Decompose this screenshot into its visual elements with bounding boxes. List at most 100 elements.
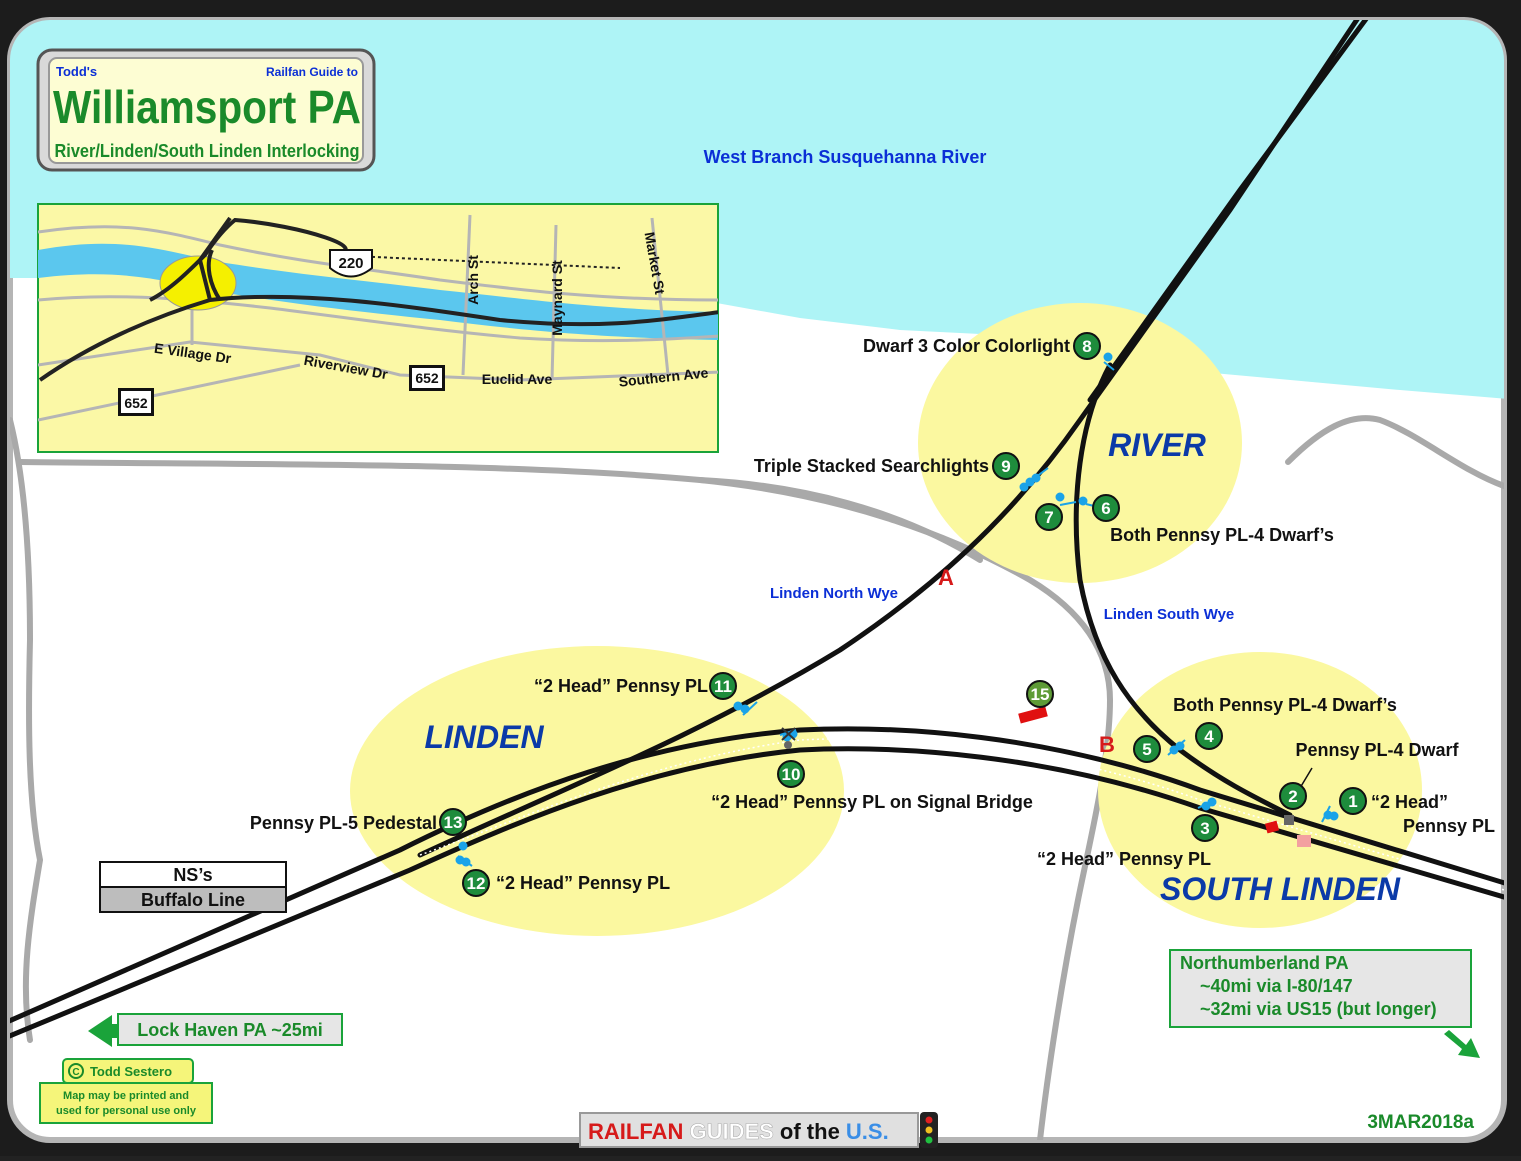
area-linden: LINDEN xyxy=(424,719,544,755)
south-direction: Northumberland PA ~40mi via I-80/147 ~32… xyxy=(1169,949,1480,1058)
northumberland-title: Northumberland PA xyxy=(1180,953,1349,973)
credit-name: Todd Sestero xyxy=(90,1064,172,1079)
shield-652-label: 652 xyxy=(415,370,439,386)
inset-street-arch: Arch St xyxy=(465,255,481,305)
inset-street-maynard: Maynard St xyxy=(549,260,565,336)
badge-1: 1 xyxy=(1339,787,1367,815)
dwarf-signal-icon xyxy=(1284,815,1294,825)
signal-icon xyxy=(1103,352,1115,371)
version-label: 3MAR2018a xyxy=(1367,1112,1474,1133)
title-city: Williamsport PA xyxy=(53,81,361,133)
ns-line-owner: NS’s xyxy=(173,865,212,885)
area-south-linden: SOUTH LINDEN xyxy=(1160,871,1401,907)
title-author: Todd's xyxy=(56,64,97,79)
svg-text:7: 7 xyxy=(1044,508,1053,527)
river-zone xyxy=(918,303,1242,583)
svg-text:10: 10 xyxy=(782,765,801,784)
west-direction: Lock Haven PA ~25mi xyxy=(88,1013,343,1047)
lock-haven-label: Lock Haven PA ~25mi xyxy=(137,1020,323,1040)
badge-2: 2 xyxy=(1279,782,1307,810)
river-area xyxy=(10,20,1504,400)
badge-13: 13 xyxy=(439,808,467,836)
area-river: RIVER xyxy=(1108,427,1206,463)
signal-4-desc: Both Pennsy PL-4 Dwarf’s xyxy=(1173,695,1397,715)
signal-1-desc2: Pennsy PL xyxy=(1403,816,1495,836)
brand-text: RAILFAN GUIDES of the U.S. xyxy=(588,1119,889,1144)
signal-10-desc: “2 Head” Pennsy PL on Signal Bridge xyxy=(711,792,1033,812)
badge-4: 4 xyxy=(1195,722,1223,750)
title-subtitle: River/Linden/South Linden Interlocking xyxy=(55,141,360,161)
badge-8: 8 xyxy=(1073,332,1101,360)
signal-13-desc: Pennsy PL-5 Pedestal xyxy=(250,813,437,833)
svg-text:3: 3 xyxy=(1200,819,1209,838)
inset-map: Arch St Maynard St Market St E Village D… xyxy=(37,203,719,453)
us220-shield-icon: 220 xyxy=(329,249,373,278)
marker-15 xyxy=(1018,706,1048,724)
pa652-shield-icon: 652 xyxy=(409,365,445,391)
svg-text:5: 5 xyxy=(1142,740,1151,759)
credit-box: C Todd Sestero Map may be printed and us… xyxy=(39,1058,213,1124)
title-guide: Railfan Guide to xyxy=(266,65,358,79)
badge-5: 5 xyxy=(1133,735,1161,763)
signal-9-desc: Triple Stacked Searchlights xyxy=(754,456,989,476)
svg-text:C: C xyxy=(72,1067,79,1078)
pointer-arrow xyxy=(1299,767,1313,789)
badge-11: 11 xyxy=(709,672,737,700)
signal-8-desc: Dwarf 3 Color Colorlight xyxy=(863,336,1070,356)
badge-7: 7 xyxy=(1035,503,1063,531)
track-center-dash xyxy=(419,738,1504,896)
signal-1-desc: “2 Head” xyxy=(1371,792,1448,812)
signal-2-desc: Pennsy PL-4 Dwarf xyxy=(1295,740,1459,760)
signal-icon xyxy=(1019,467,1049,492)
pa652-shield-icon: 652 xyxy=(118,388,154,416)
shield-652-label: 652 xyxy=(124,395,148,411)
brand-logo: RAILFAN GUIDES of the U.S. xyxy=(579,1112,938,1148)
west-arrow-icon xyxy=(88,1015,112,1047)
svg-text:1: 1 xyxy=(1348,792,1357,811)
credit-note2: used for personal use only xyxy=(56,1105,197,1117)
signal-bridge-icon xyxy=(784,741,792,749)
svg-text:6: 6 xyxy=(1101,499,1110,518)
signal-badges: 1 2 3 4 5 6 7 8 9 10 11 12 13 15 xyxy=(439,332,1367,897)
svg-text:13: 13 xyxy=(444,813,463,832)
credit-note1: Map may be printed and xyxy=(63,1090,189,1102)
badge-9: 9 xyxy=(992,452,1020,480)
badge-12: 12 xyxy=(462,869,490,897)
copyright-icon xyxy=(68,1063,84,1079)
signal-icon xyxy=(455,841,473,867)
signal-3-desc: “2 Head” Pennsy PL xyxy=(1037,849,1211,869)
inset-street-euclid: Euclid Ave xyxy=(482,371,553,387)
badge-10: 10 xyxy=(777,760,805,788)
badge-6: 6 xyxy=(1092,494,1120,522)
signal-icon xyxy=(1321,805,1339,823)
shield-220-label: 220 xyxy=(338,255,363,272)
point-b: B xyxy=(1099,732,1115,757)
northumberland-route2: ~32mi via US15 (but longer) xyxy=(1200,999,1437,1019)
svg-text:12: 12 xyxy=(467,874,486,893)
svg-text:8: 8 xyxy=(1082,337,1091,356)
svg-text:4: 4 xyxy=(1204,727,1214,746)
marker-red xyxy=(1264,820,1280,834)
signal-bridge-icon xyxy=(781,727,796,741)
title-sign: Todd's Railfan Guide to Williamsport PA … xyxy=(36,48,376,172)
marker-pink xyxy=(1297,835,1311,847)
roads xyxy=(10,415,1504,1140)
badge-15: 15 xyxy=(1026,680,1054,708)
signal-6-desc: Both Pennsy PL-4 Dwarf’s xyxy=(1110,525,1334,545)
northumberland-route1: ~40mi via I-80/147 xyxy=(1200,976,1353,996)
svg-text:15: 15 xyxy=(1031,685,1050,704)
river-name: West Branch Susquehanna River xyxy=(704,147,987,167)
north-wye-label: Linden North Wye xyxy=(770,585,898,602)
svg-text:9: 9 xyxy=(1001,457,1010,476)
badge-3: 3 xyxy=(1191,814,1219,842)
south-linden-zone xyxy=(1098,652,1422,928)
signal-icon xyxy=(733,701,758,716)
south-wye-label: Linden South Wye xyxy=(1104,606,1235,623)
ns-line-label: NS’s Buffalo Line xyxy=(99,861,287,913)
signal-11-desc: “2 Head” Pennsy PL xyxy=(534,676,708,696)
signal-icon xyxy=(1197,797,1217,811)
southeast-arrow-icon xyxy=(1444,1030,1480,1058)
rail-tracks xyxy=(10,20,1504,1043)
